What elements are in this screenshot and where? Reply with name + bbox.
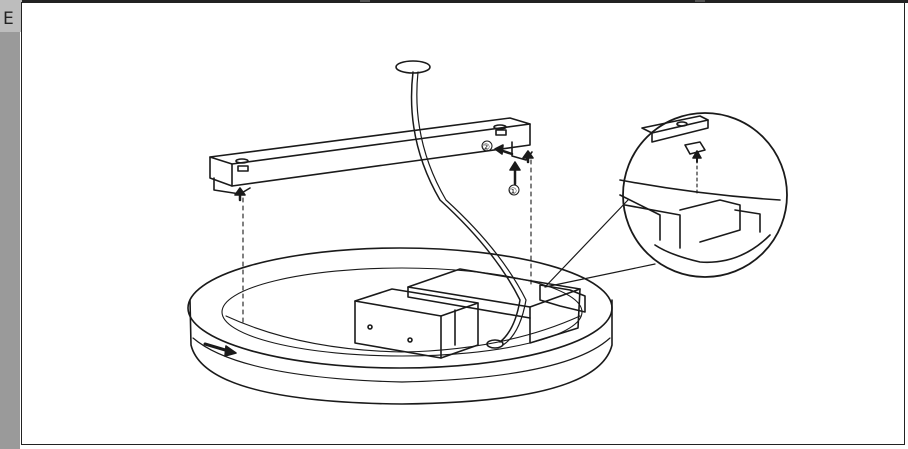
top-rule	[0, 0, 908, 3]
mounting-bracket	[209, 117, 533, 195]
left-margin-bar	[0, 0, 20, 449]
zoom-detail-circle	[619, 112, 788, 278]
arrow-left-icon	[494, 144, 514, 156]
step-tab: E	[0, 0, 22, 32]
diagram-frame	[21, 2, 905, 445]
arrow-up-icon	[692, 150, 702, 163]
step-letter: E	[3, 9, 14, 29]
arrow-up-icon	[522, 150, 534, 164]
driver-box-left	[354, 288, 479, 359]
callout-two: ②	[482, 143, 490, 153]
callout-one: ①	[509, 187, 517, 197]
cable-grommet	[486, 339, 504, 349]
ceiling-hole	[395, 60, 431, 74]
arrow-up-icon	[509, 161, 521, 186]
arrow-up-icon	[234, 187, 246, 202]
clip-on-ring	[539, 284, 586, 313]
zoom-callout-lines	[544, 199, 656, 288]
power-cable-inner	[416, 71, 527, 346]
fixture-ring	[187, 247, 613, 405]
driver-box-main	[407, 268, 581, 346]
arrow-right-icon	[203, 342, 237, 357]
